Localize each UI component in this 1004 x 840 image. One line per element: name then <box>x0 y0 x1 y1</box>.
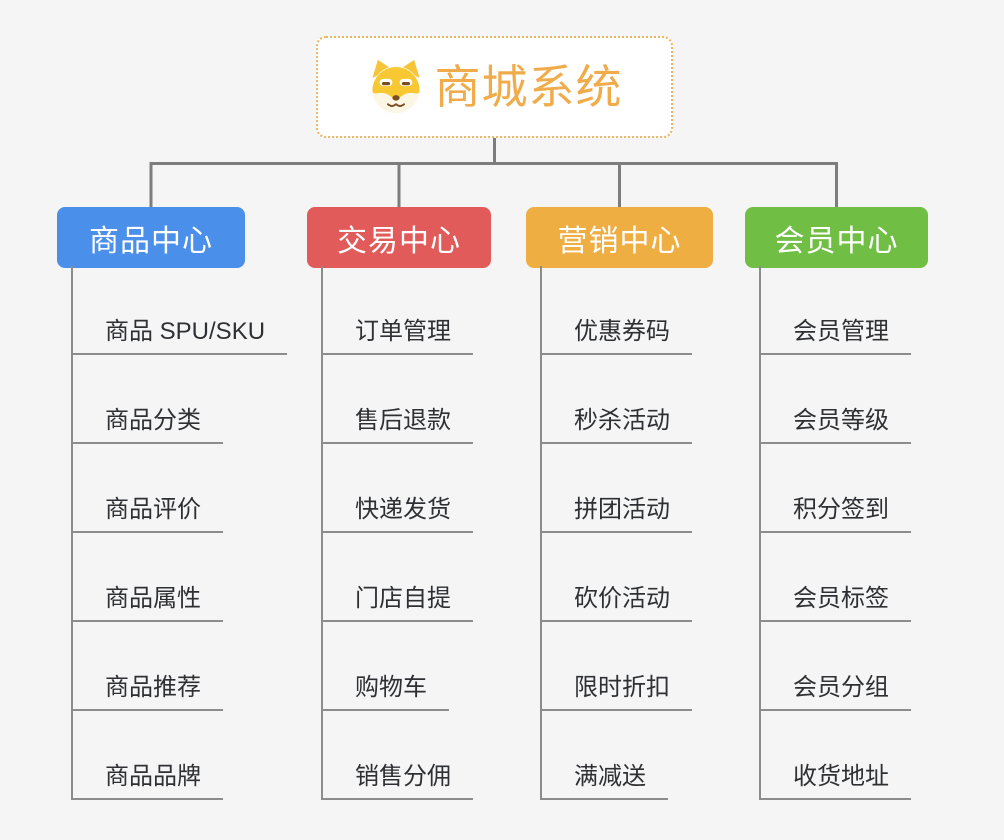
leaf-row: 满减送 <box>542 711 692 800</box>
leaf-column-trade-center: 订单管理售后退款快递发货门店自提购物车销售分佣 <box>321 266 473 800</box>
leaf-row: 售后退款 <box>323 355 473 444</box>
leaf-row: 商品属性 <box>73 533 287 622</box>
leaf-row: 购物车 <box>323 622 473 711</box>
branch-label: 会员中心 <box>774 224 899 258</box>
branch-header-marketing-center[interactable]: 营销中心 <box>526 207 713 268</box>
leaf-node[interactable]: 会员分组 <box>761 667 911 711</box>
leaf-row: 商品推荐 <box>73 622 287 711</box>
leaf-node[interactable]: 拼团活动 <box>542 489 692 533</box>
leaf-node[interactable]: 商品 SPU/SKU <box>73 311 288 355</box>
leaf-node[interactable]: 满减送 <box>542 756 668 800</box>
leaf-node[interactable]: 砍价活动 <box>542 578 692 622</box>
root-node[interactable]: 商城系统 <box>316 36 673 138</box>
leaf-node[interactable]: 商品属性 <box>73 578 223 622</box>
leaf-row: 会员标签 <box>761 533 911 622</box>
leaf-row: 会员等级 <box>761 355 911 444</box>
leaf-node[interactable]: 会员等级 <box>761 400 911 444</box>
leaf-row: 会员管理 <box>761 266 911 355</box>
leaf-row: 秒杀活动 <box>542 355 692 444</box>
leaf-node[interactable]: 收货地址 <box>761 756 911 800</box>
leaf-node[interactable]: 购物车 <box>323 667 449 711</box>
leaf-row: 商品品牌 <box>73 711 287 800</box>
leaf-node[interactable]: 会员管理 <box>761 311 911 355</box>
leaf-node[interactable]: 快递发货 <box>323 489 473 533</box>
leaf-node[interactable]: 商品分类 <box>73 400 223 444</box>
root-title: 商城系统 <box>434 61 623 113</box>
leaf-row: 商品 SPU/SKU <box>73 266 288 355</box>
leaf-node[interactable]: 限时折扣 <box>542 667 692 711</box>
leaf-column-marketing-center: 优惠券码秒杀活动拼团活动砍价活动限时折扣满减送 <box>540 266 692 800</box>
leaf-row: 砍价活动 <box>542 533 692 622</box>
leaf-row: 限时折扣 <box>542 622 692 711</box>
branch-header-product-center[interactable]: 商品中心 <box>57 207 245 268</box>
leaf-row: 拼团活动 <box>542 444 692 533</box>
branch-label: 交易中心 <box>337 224 461 258</box>
leaf-node[interactable]: 门店自提 <box>323 578 473 622</box>
leaf-row: 门店自提 <box>323 533 473 622</box>
branch-label: 营销中心 <box>557 224 682 258</box>
leaf-row: 商品分类 <box>73 355 287 444</box>
leaf-row: 订单管理 <box>323 266 473 355</box>
leaf-node[interactable]: 商品评价 <box>73 489 223 533</box>
leaf-row: 优惠券码 <box>542 266 692 355</box>
leaf-node[interactable]: 商品品牌 <box>73 756 223 800</box>
leaf-row: 商品评价 <box>73 444 287 533</box>
leaf-row: 快递发货 <box>323 444 473 533</box>
leaf-row: 积分签到 <box>761 444 911 533</box>
leaf-row: 销售分佣 <box>323 711 473 800</box>
leaf-node[interactable]: 订单管理 <box>323 311 473 355</box>
leaf-node[interactable]: 售后退款 <box>323 400 473 444</box>
branch-label: 商品中心 <box>89 224 213 258</box>
leaf-node[interactable]: 商品推荐 <box>73 667 223 711</box>
leaf-node[interactable]: 销售分佣 <box>323 756 473 800</box>
doge-icon <box>371 59 420 114</box>
leaf-row: 收货地址 <box>761 711 911 800</box>
leaf-node[interactable]: 优惠券码 <box>542 311 692 355</box>
leaf-node[interactable]: 积分签到 <box>761 489 911 533</box>
leaf-column-product-center: 商品 SPU/SKU 商品分类商品评价商品属性商品推荐商品品牌 <box>71 266 288 800</box>
branch-header-trade-center[interactable]: 交易中心 <box>307 207 491 268</box>
leaf-row: 会员分组 <box>761 622 911 711</box>
leaf-node[interactable]: 秒杀活动 <box>542 400 692 444</box>
leaf-node[interactable]: 会员标签 <box>761 578 911 622</box>
branch-header-member-center[interactable]: 会员中心 <box>745 207 928 268</box>
leaf-column-member-center: 会员管理会员等级积分签到会员标签会员分组收货地址 <box>759 266 911 800</box>
